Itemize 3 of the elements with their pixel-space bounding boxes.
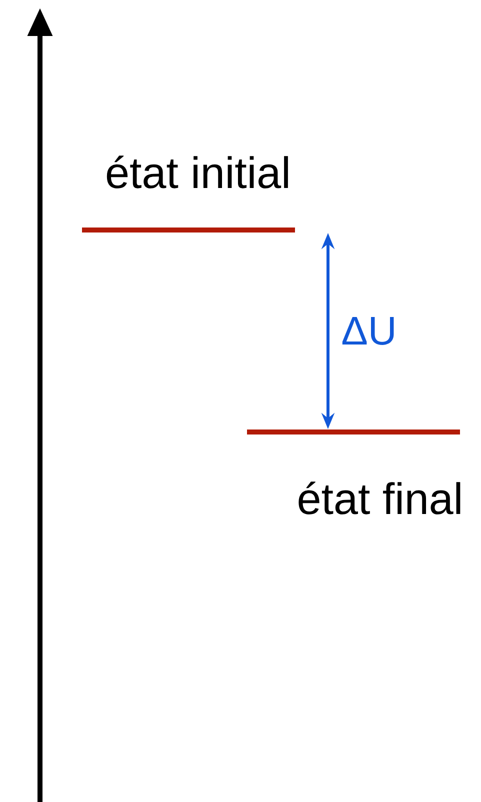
level-label: état final [298, 482, 460, 514]
level-label: état initial [106, 156, 288, 188]
edge-label: ΔU [342, 317, 394, 345]
